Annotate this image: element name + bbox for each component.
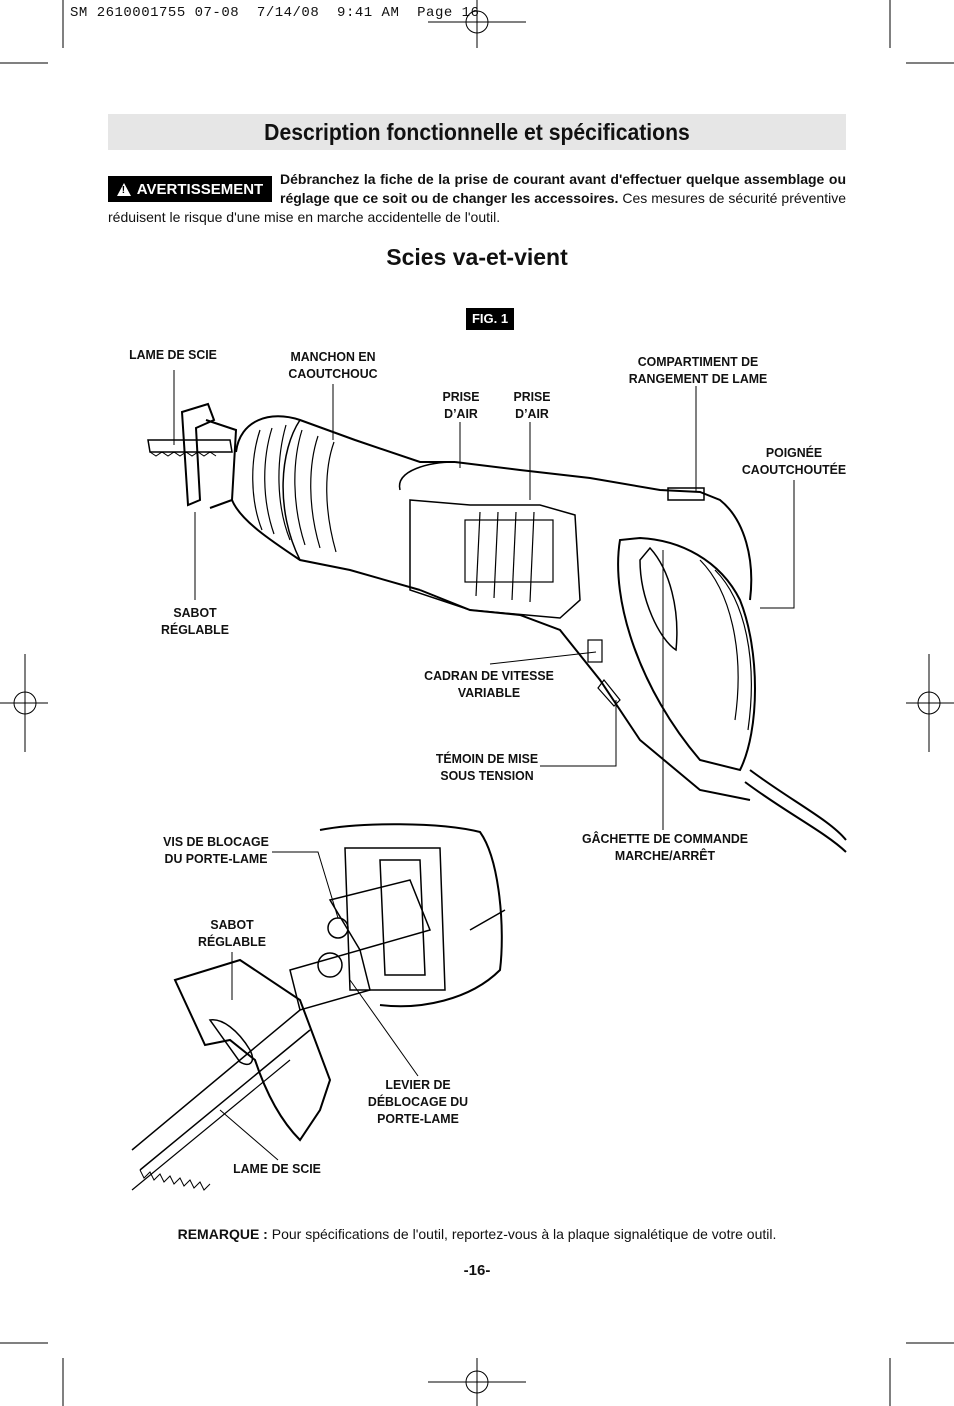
warning-triangle-icon: ! xyxy=(116,182,131,196)
callout-lame-de-scie-bottom: LAME DE SCIE xyxy=(233,1161,321,1176)
warning-badge: ! AVERTISSEMENT xyxy=(108,176,272,202)
warning-bold-text: Débranchez la fiche de la prise de coura… xyxy=(280,171,846,206)
reciprocating-saw-illustration xyxy=(147,402,847,853)
print-slug: SM 2610001755 07-08 7/14/08 9:41 AM Page… xyxy=(70,5,480,21)
callout-manchon: MANCHON EN CAOUTCHOUC xyxy=(288,349,378,381)
callout-compartiment: COMPARTIMENT DE RANGEMENT DE LAME xyxy=(628,354,768,386)
page-number: -16- xyxy=(463,1262,491,1279)
warning-normal-text: Ces mesures de sécurité préventive rédui… xyxy=(108,190,847,225)
callout-cadran: CADRAN DE VITESSE VARIABLE xyxy=(424,668,554,700)
warning-badge-label: AVERTISSEMENT xyxy=(136,180,264,198)
title-bar xyxy=(108,114,846,150)
callout-sabot-bottom: SABOT RÉGLABLE xyxy=(198,917,266,949)
callout-lame-de-scie-top: LAME DE SCIE xyxy=(129,347,217,362)
callout-prise-air-2: PRISE D’AIR xyxy=(513,389,551,421)
callout-gachette: GÂCHETTE DE COMMANDE MARCHE/ARRÊT xyxy=(581,831,749,863)
note-text: Pour spécifications de l'outil, reportez… xyxy=(267,1226,777,1242)
callout-temoin: TÉMOIN DE MISE SOUS TENSION xyxy=(435,751,539,783)
callout-sabot-top: SABOT RÉGLABLE xyxy=(161,605,229,637)
section-title: Scies va-et-vient xyxy=(386,244,568,270)
warning-text: Débranchez la fiche de la prise de coura… xyxy=(108,170,846,227)
page-title: Description fonctionnelle et spécificati… xyxy=(264,119,690,145)
blade-clamp-detail-illustration xyxy=(131,823,506,1191)
callout-leaders xyxy=(173,370,795,1161)
figure-label: FIG. 1 xyxy=(466,308,514,330)
callout-vis-blocage: VIS DE BLOCAGE DU PORTE-LAME xyxy=(163,834,269,866)
callout-levier: LEVIER DE DÉBLOCAGE DU PORTE-LAME xyxy=(367,1077,469,1126)
callout-poignee: POIGNÉE CAOUTCHOUTÉE xyxy=(741,445,847,477)
note: REMARQUE : Pour spécifications de l'outi… xyxy=(0,1226,954,1242)
note-label: REMARQUE : xyxy=(177,1226,268,1242)
callout-prise-air-1: PRISE D’AIR xyxy=(442,389,480,421)
